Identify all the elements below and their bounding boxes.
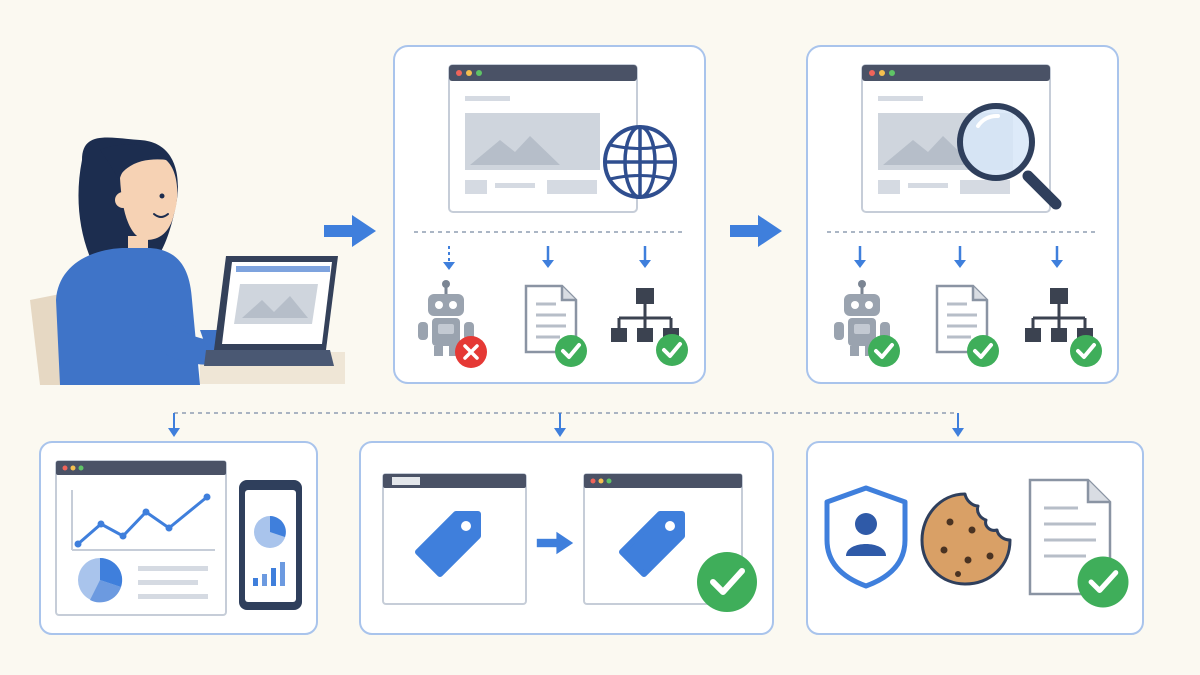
arrow-right-icon — [324, 215, 376, 247]
check-circle-icon — [697, 552, 757, 612]
check-circle-icon — [965, 333, 1001, 369]
sweater — [56, 248, 200, 385]
indexing-panel — [806, 45, 1119, 384]
arrow-right-icon — [730, 215, 782, 247]
check-circle-icon — [654, 332, 690, 368]
arrow-down-icon — [952, 428, 964, 437]
privacy-panel — [806, 441, 1144, 635]
arrow-down-icon — [168, 428, 180, 437]
magnifying-glass-icon — [957, 103, 1062, 210]
check-circle-icon — [1078, 557, 1129, 608]
globe-icon — [603, 125, 677, 199]
tagging-panel — [359, 441, 774, 635]
face — [120, 158, 178, 240]
arrow-down-icon — [554, 428, 566, 437]
dashboard-window-icon — [55, 460, 227, 616]
x-circle-icon — [455, 336, 487, 368]
cookie-icon — [920, 492, 1012, 586]
smartphone-icon — [239, 480, 302, 610]
check-circle-icon — [553, 333, 589, 369]
crawlability-panel — [393, 45, 706, 384]
analytics-panel — [39, 441, 318, 635]
check-circle-icon — [1068, 333, 1104, 369]
line-chart-icon — [71, 490, 215, 551]
laptop-icon — [204, 256, 338, 366]
shield-user-icon — [824, 485, 908, 589]
branch-connector — [168, 412, 964, 437]
pie-chart-icon — [78, 557, 123, 603]
browser-window-icon — [448, 64, 638, 213]
blocked-arrow-icon — [443, 246, 455, 270]
person-at-laptop-illustration — [30, 137, 345, 385]
check-circle-icon — [866, 333, 902, 369]
